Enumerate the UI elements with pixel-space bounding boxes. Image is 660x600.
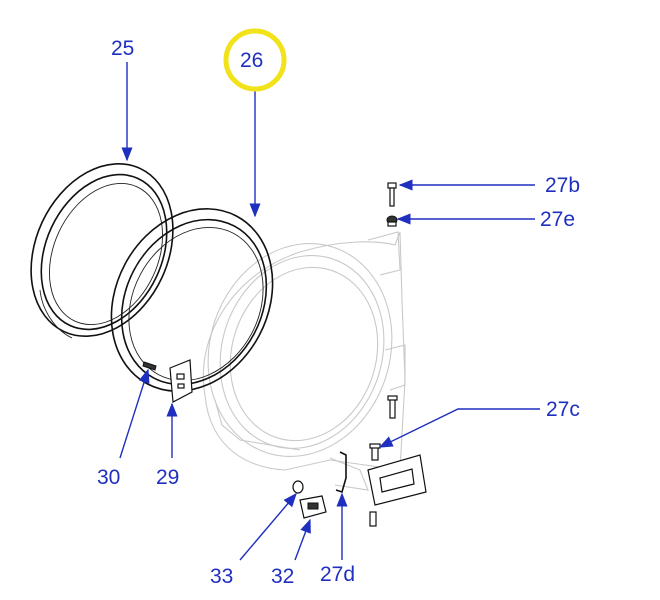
leader-33 (239, 492, 297, 561)
callout-32[interactable]: 32 (271, 565, 294, 588)
part-33-washer (292, 480, 304, 494)
callout-25[interactable]: 25 (111, 37, 134, 60)
hinge-bracket (367, 454, 427, 527)
callout-30[interactable]: 30 (97, 466, 120, 489)
part-27e-nut (386, 215, 398, 227)
leader-30 (119, 368, 150, 459)
part-26-door-gasket (110, 208, 274, 392)
frame-screw (387, 395, 398, 419)
part-30-pin (142, 361, 157, 371)
part-27d-rod (335, 451, 347, 494)
highlight-ring (223, 28, 287, 92)
callout-27b[interactable]: 27b (545, 174, 580, 197)
callout-27c[interactable]: 27c (546, 398, 580, 421)
leader-27c (378, 408, 540, 448)
part-27b-screw (387, 182, 397, 207)
part-29-latch-plate (169, 359, 193, 403)
leader-lines (119, 62, 540, 561)
part-32-hinge (299, 495, 327, 519)
callout-27e[interactable]: 27e (540, 208, 575, 231)
callout-27d[interactable]: 27d (320, 563, 355, 586)
leader-32 (294, 518, 311, 561)
part-27c-screw (369, 443, 381, 461)
callout-labels: 25 26 27b 27e 27c 30 29 33 32 27d (97, 37, 580, 588)
callout-29[interactable]: 29 (156, 466, 179, 489)
part-25-outer-bezel (30, 162, 174, 339)
callout-33[interactable]: 33 (210, 565, 233, 588)
door-frame-ghost (202, 231, 406, 491)
callout-26[interactable]: 26 (240, 49, 263, 72)
